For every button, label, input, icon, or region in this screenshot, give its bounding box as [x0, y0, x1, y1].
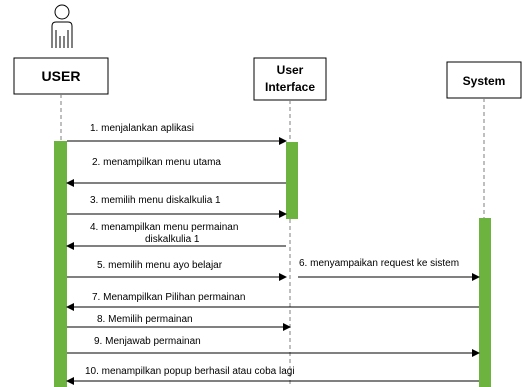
participant-ui-label-line1: User	[277, 63, 304, 77]
message-label: 4. menampilkan menu permainan	[90, 222, 238, 233]
message-2: 2. menampilkan menu utama	[66, 157, 286, 187]
message-5: 5. memilih menu ayo belajar	[67, 260, 287, 281]
message-8: 8. Memilih permainan	[67, 314, 291, 331]
message-label: 8. Memilih permainan	[97, 314, 193, 325]
activation-user	[54, 141, 67, 387]
message-4: 4. menampilkan menu permainan diskalkuli…	[66, 222, 286, 250]
message-label: 3. memilih menu diskalkulia 1	[90, 195, 221, 206]
message-6: 6. menyampaikan request ke sistem	[298, 258, 480, 281]
message-label-line2: diskalkulia 1	[145, 234, 200, 245]
message-10: 10. menampilkan popup berhasil atau coba…	[66, 366, 479, 385]
message-label: 9. Menjawab permainan	[94, 336, 201, 347]
message-label: 1. menjalankan aplikasi	[90, 123, 194, 134]
activation-system	[479, 218, 491, 387]
message-3: 3. memilih menu diskalkulia 1	[67, 195, 287, 218]
participant-user-label: USER	[42, 68, 81, 84]
message-7: 7. Menampilkan Pilihan permainan	[66, 292, 479, 311]
activation-ui	[286, 142, 298, 219]
participant-user: USER	[13, 57, 109, 95]
participant-ui-label-line2: Interface	[265, 80, 315, 94]
participant-ui: User Interface	[253, 57, 327, 101]
message-label: 10. menampilkan popup berhasil atau coba…	[85, 366, 295, 377]
message-label: 7. Menampilkan Pilihan permainan	[92, 292, 245, 303]
actor-icon	[51, 4, 73, 48]
participant-system-label: System	[463, 74, 506, 88]
participant-system: System	[446, 61, 522, 99]
message-9: 9. Menjawab permainan	[67, 336, 480, 357]
message-label: 6. menyampaikan request ke sistem	[299, 258, 459, 269]
message-label: 2. menampilkan menu utama	[92, 157, 221, 168]
message-1: 1. menjalankan aplikasi	[67, 123, 287, 145]
message-label: 5. memilih menu ayo belajar	[97, 260, 223, 271]
